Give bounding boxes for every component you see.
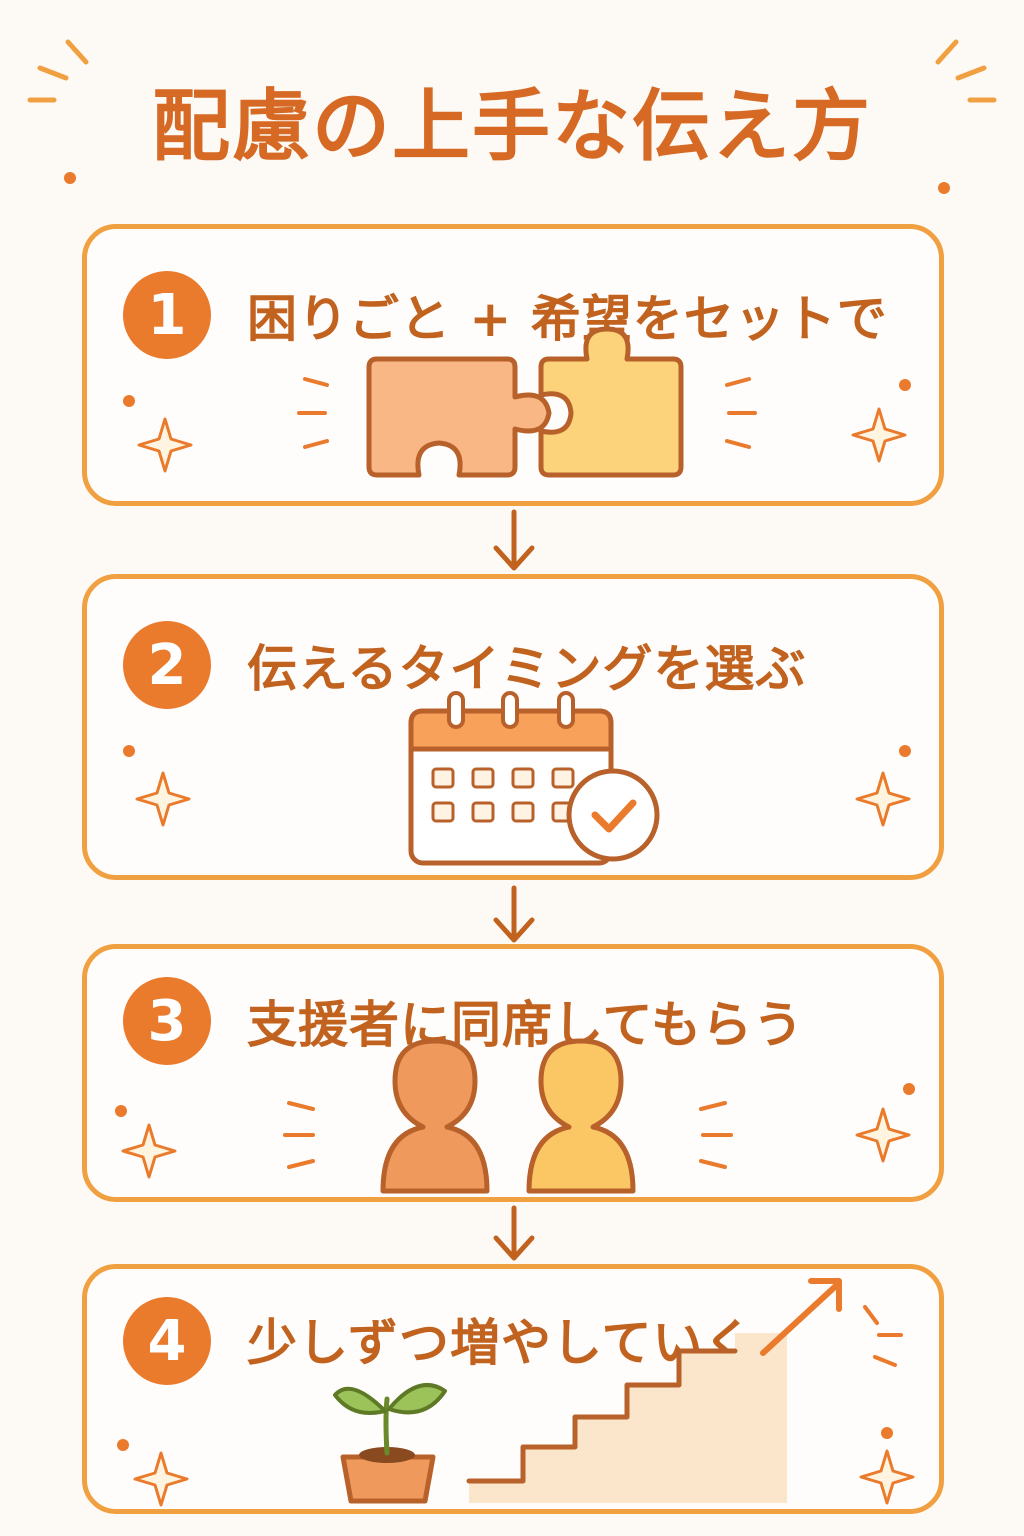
step-title: 少しずつ増やしていく	[247, 1314, 755, 1372]
step-title: 困りごと + 希望をセットで	[247, 290, 888, 348]
step-title: 支援者に同席してもらう	[247, 996, 804, 1054]
step-card-2: 2 伝えるタイミングを選ぶ	[82, 574, 944, 880]
step-number-badge: 1	[123, 271, 211, 359]
step-number-badge: 2	[123, 621, 211, 709]
calendar-check-icon	[123, 691, 911, 866]
puzzle-icon	[123, 326, 911, 478]
page-title: 配慮の上手な伝え方	[151, 82, 872, 172]
step-number-badge: 4	[123, 1297, 211, 1385]
step-number-badge: 3	[123, 977, 211, 1065]
people-icon	[115, 1038, 915, 1194]
step-title: 伝えるタイミングを選ぶ	[247, 640, 807, 698]
step-card-3: 3 支援者に同席してもらう	[82, 944, 944, 1202]
sprout-stairs-icon	[117, 1278, 915, 1507]
step-card-4: 4 少しずつ増やしていく	[82, 1264, 944, 1514]
step-card-1: 1 困りごと + 希望をセットで	[82, 224, 944, 506]
